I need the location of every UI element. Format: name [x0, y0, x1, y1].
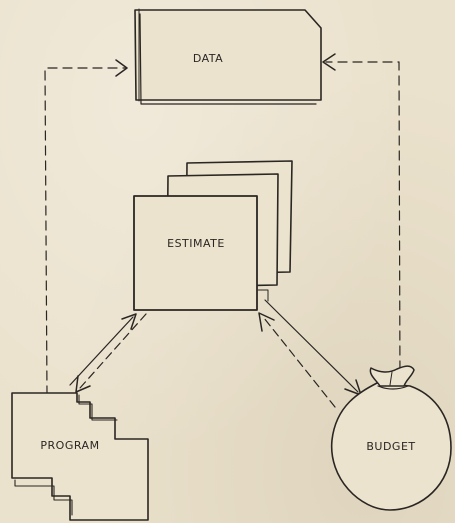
data-node: DATA — [134, 8, 322, 105]
budget-node: BUDGET — [330, 365, 452, 511]
program-node: PROGRAM — [11, 392, 149, 521]
data-node-label: DATA — [193, 52, 223, 65]
connector-estimate-budget — [258, 299, 362, 408]
budget-node-label: BUDGET — [366, 440, 415, 453]
connector-budget-to-data — [322, 53, 401, 386]
connector-program-to-data — [44, 59, 128, 396]
program-node-label: PROGRAM — [40, 439, 99, 452]
estimate-sheet-front — [133, 195, 258, 311]
budget-bag-body — [330, 382, 452, 511]
estimate-node-label: ESTIMATE — [167, 237, 225, 250]
budget-bag-tie — [369, 365, 415, 387]
estimate-node: ESTIMATE — [133, 160, 293, 311]
connector-estimate-program — [69, 313, 147, 393]
